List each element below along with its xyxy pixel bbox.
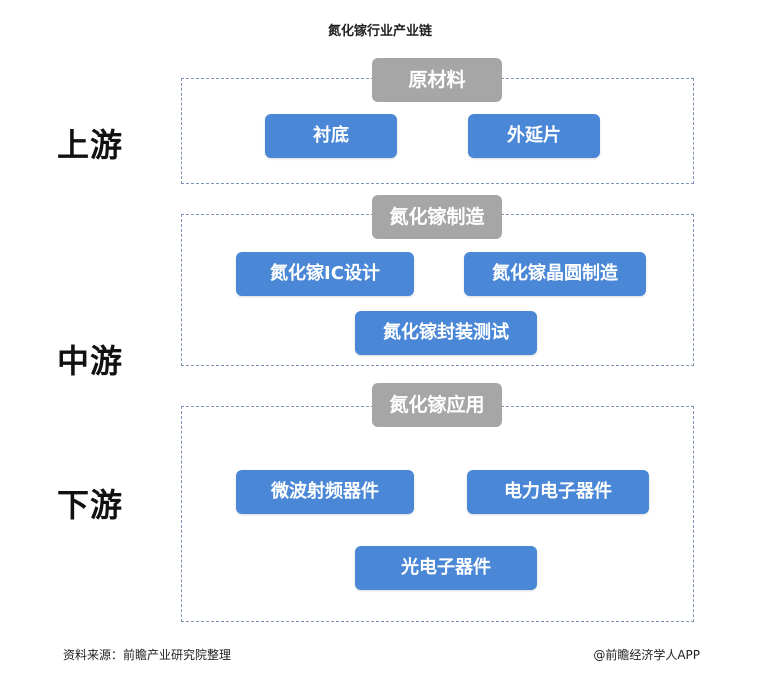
node-gan-wafer-manufacturing: 氮化镓晶圆制造 [464, 252, 646, 296]
node-gan-packaging-testing: 氮化镓封装测试 [355, 311, 537, 355]
node-optoelectronic-devices: 光电子器件 [355, 546, 537, 590]
node-substrate: 衬底 [265, 114, 397, 158]
diagram-title: 氮化镓行业产业链 [327, 24, 432, 39]
upstream-header: 原材料 [372, 58, 502, 102]
node-epitaxial-wafer: 外延片 [468, 114, 600, 158]
node-gan-ic-design: 氮化镓IC设计 [236, 252, 414, 296]
source-note: 资料来源：前瞻产业研究院整理 [63, 648, 232, 662]
node-microwave-rf-devices: 微波射频器件 [236, 470, 414, 514]
node-power-electronic-devices: 电力电子器件 [467, 470, 649, 514]
midstream-header: 氮化镓制造 [372, 195, 502, 239]
downstream-label: 下游 [57, 486, 124, 524]
midstream-label: 中游 [57, 342, 124, 380]
upstream-label: 上游 [57, 126, 124, 164]
credit-note: @前瞻经济学人APP [593, 648, 700, 662]
downstream-header: 氮化镓应用 [372, 383, 502, 427]
